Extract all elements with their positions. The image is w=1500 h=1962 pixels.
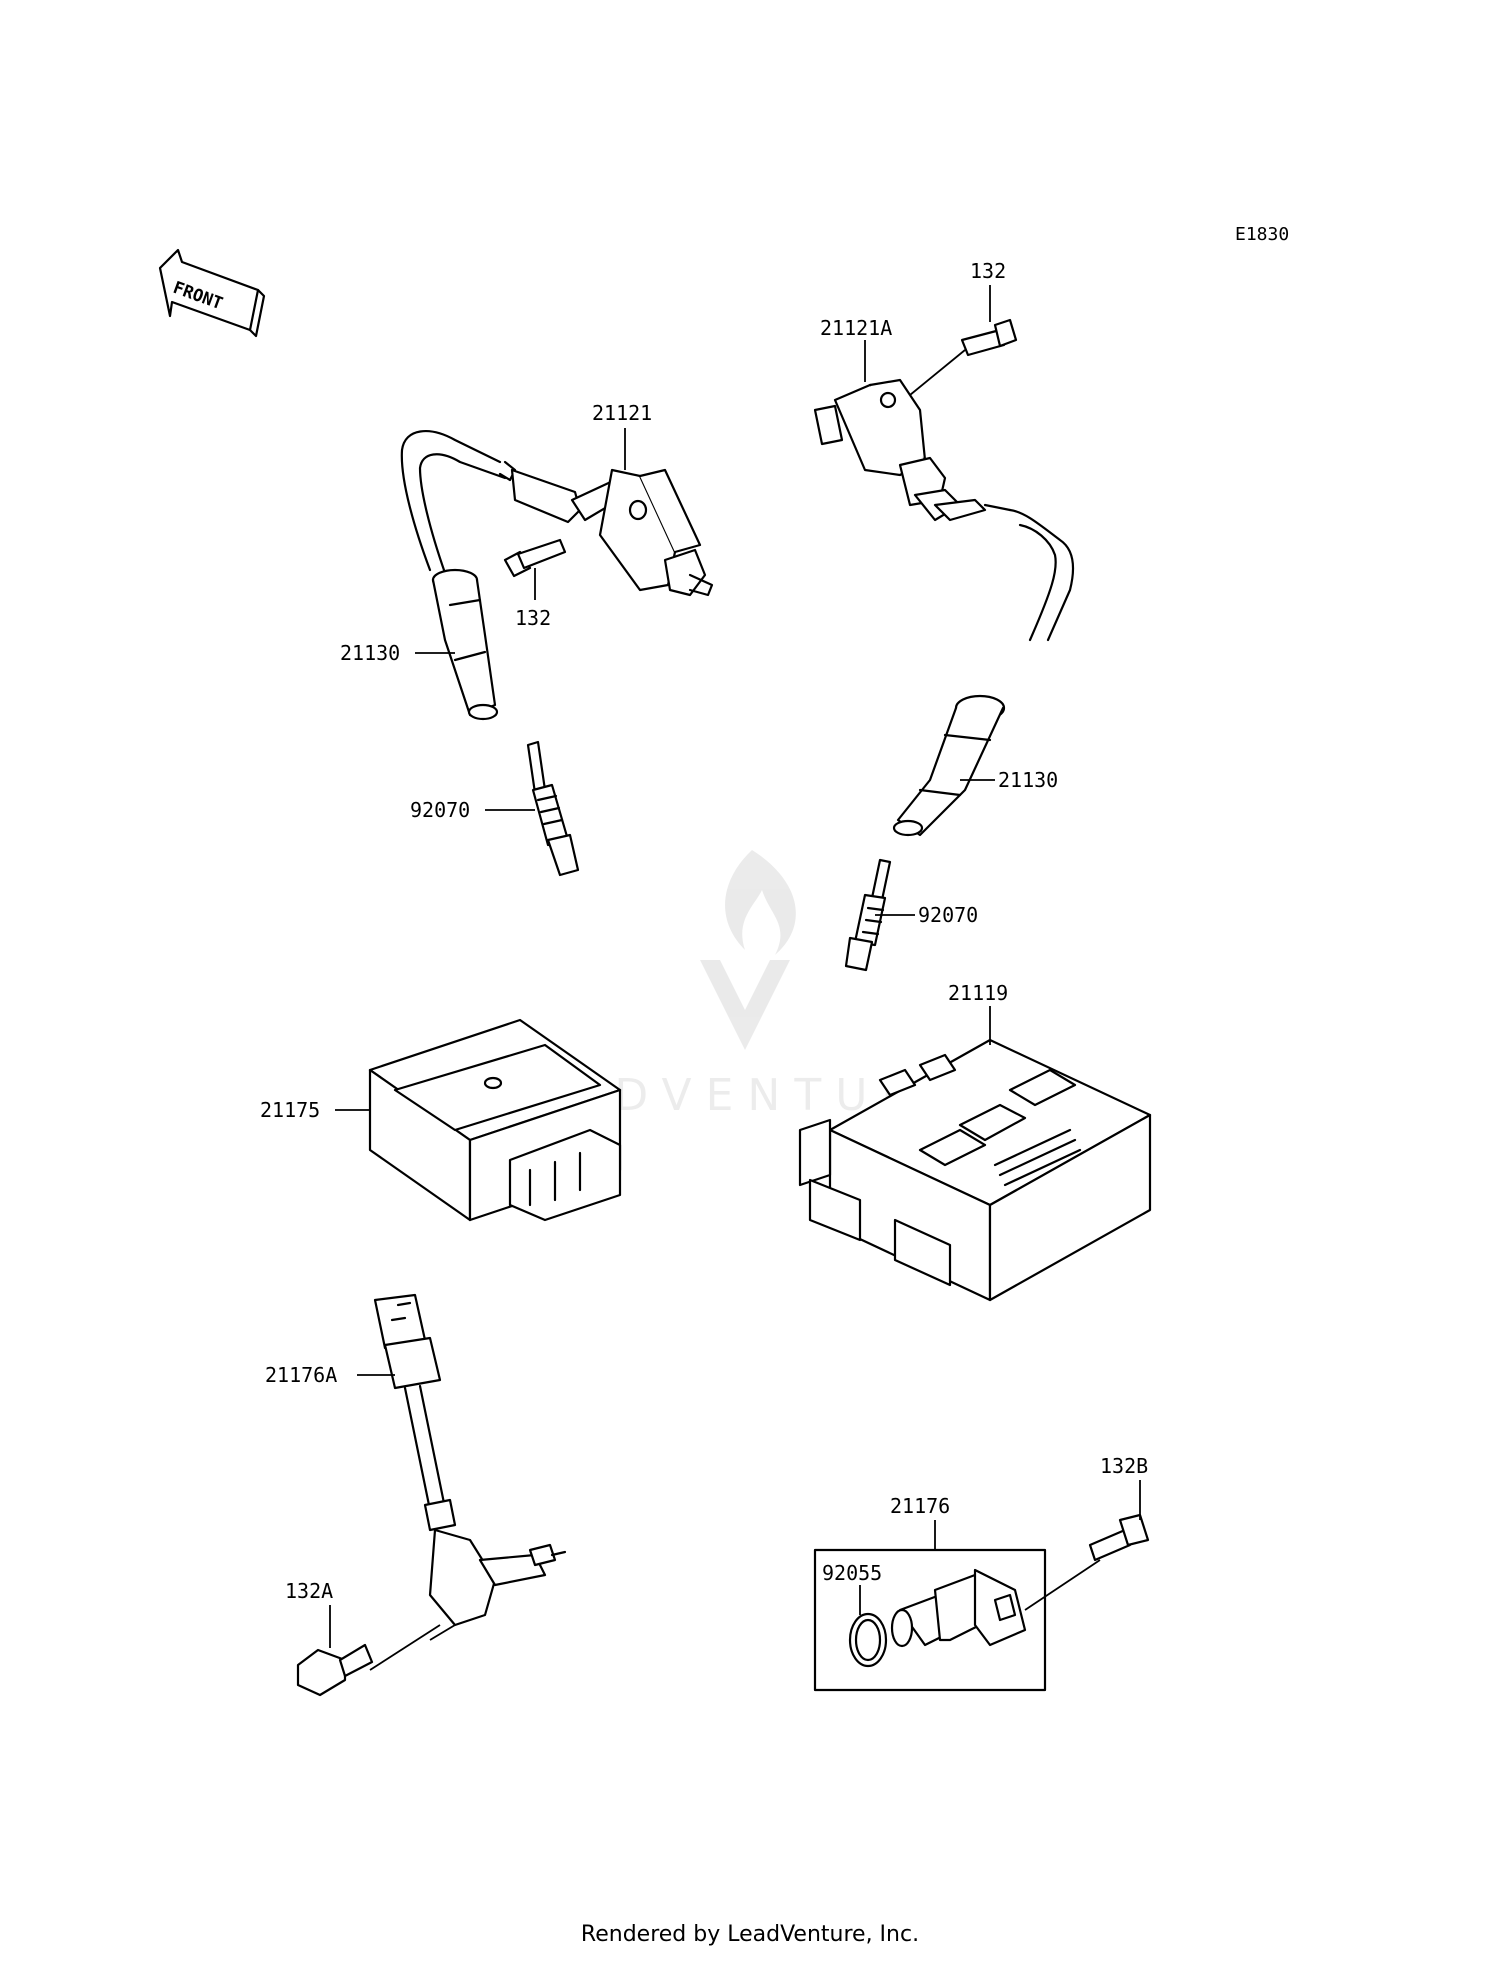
spark-plug-left [526,740,580,877]
callout-21119: 21119 [948,981,1008,1005]
bolt-132-top [960,318,1018,357]
leadventure-logo-icon [700,850,796,1050]
bolt-132-left [503,538,567,578]
callout-21121: 21121 [592,401,652,425]
bolt-132B [1088,1513,1150,1562]
callout-21121A: 21121A [820,316,892,340]
callout-132B: 132B [1100,1454,1148,1478]
callout-92070-right: 92070 [918,903,978,927]
footer-credit: Rendered by LeadVenture, Inc. [580,1922,920,1947]
sensor-21176 [848,1568,1027,1668]
ignition-coil-left [400,430,714,597]
spark-plug-right [844,858,892,972]
front-arrow-icon: FRONT [158,248,266,338]
callout-21176A: 21176A [265,1363,337,1387]
bolt-132A [296,1643,374,1697]
plug-cap-left [431,568,499,721]
callout-21130-left: 21130 [340,641,400,665]
leader-lines [329,285,1141,1671]
callout-21176: 21176 [890,1494,950,1518]
igniter-box [368,1018,622,1222]
sensor-21176A [373,1293,567,1627]
callout-132-left: 132 [515,606,551,630]
callout-92055: 92055 [822,1561,882,1585]
callout-132-top: 132 [970,259,1006,283]
plug-cap-right [892,694,1006,837]
ecu-box [798,1038,1152,1302]
callout-21130-right: 21130 [998,768,1058,792]
diagram-code: E1830 [1235,224,1289,245]
kit-box-21176 [813,1548,1047,1692]
callout-132A: 132A [285,1579,333,1603]
ignition-coil-right [813,378,1075,642]
callout-21175: 21175 [260,1098,320,1122]
callout-92070-left: 92070 [410,798,470,822]
